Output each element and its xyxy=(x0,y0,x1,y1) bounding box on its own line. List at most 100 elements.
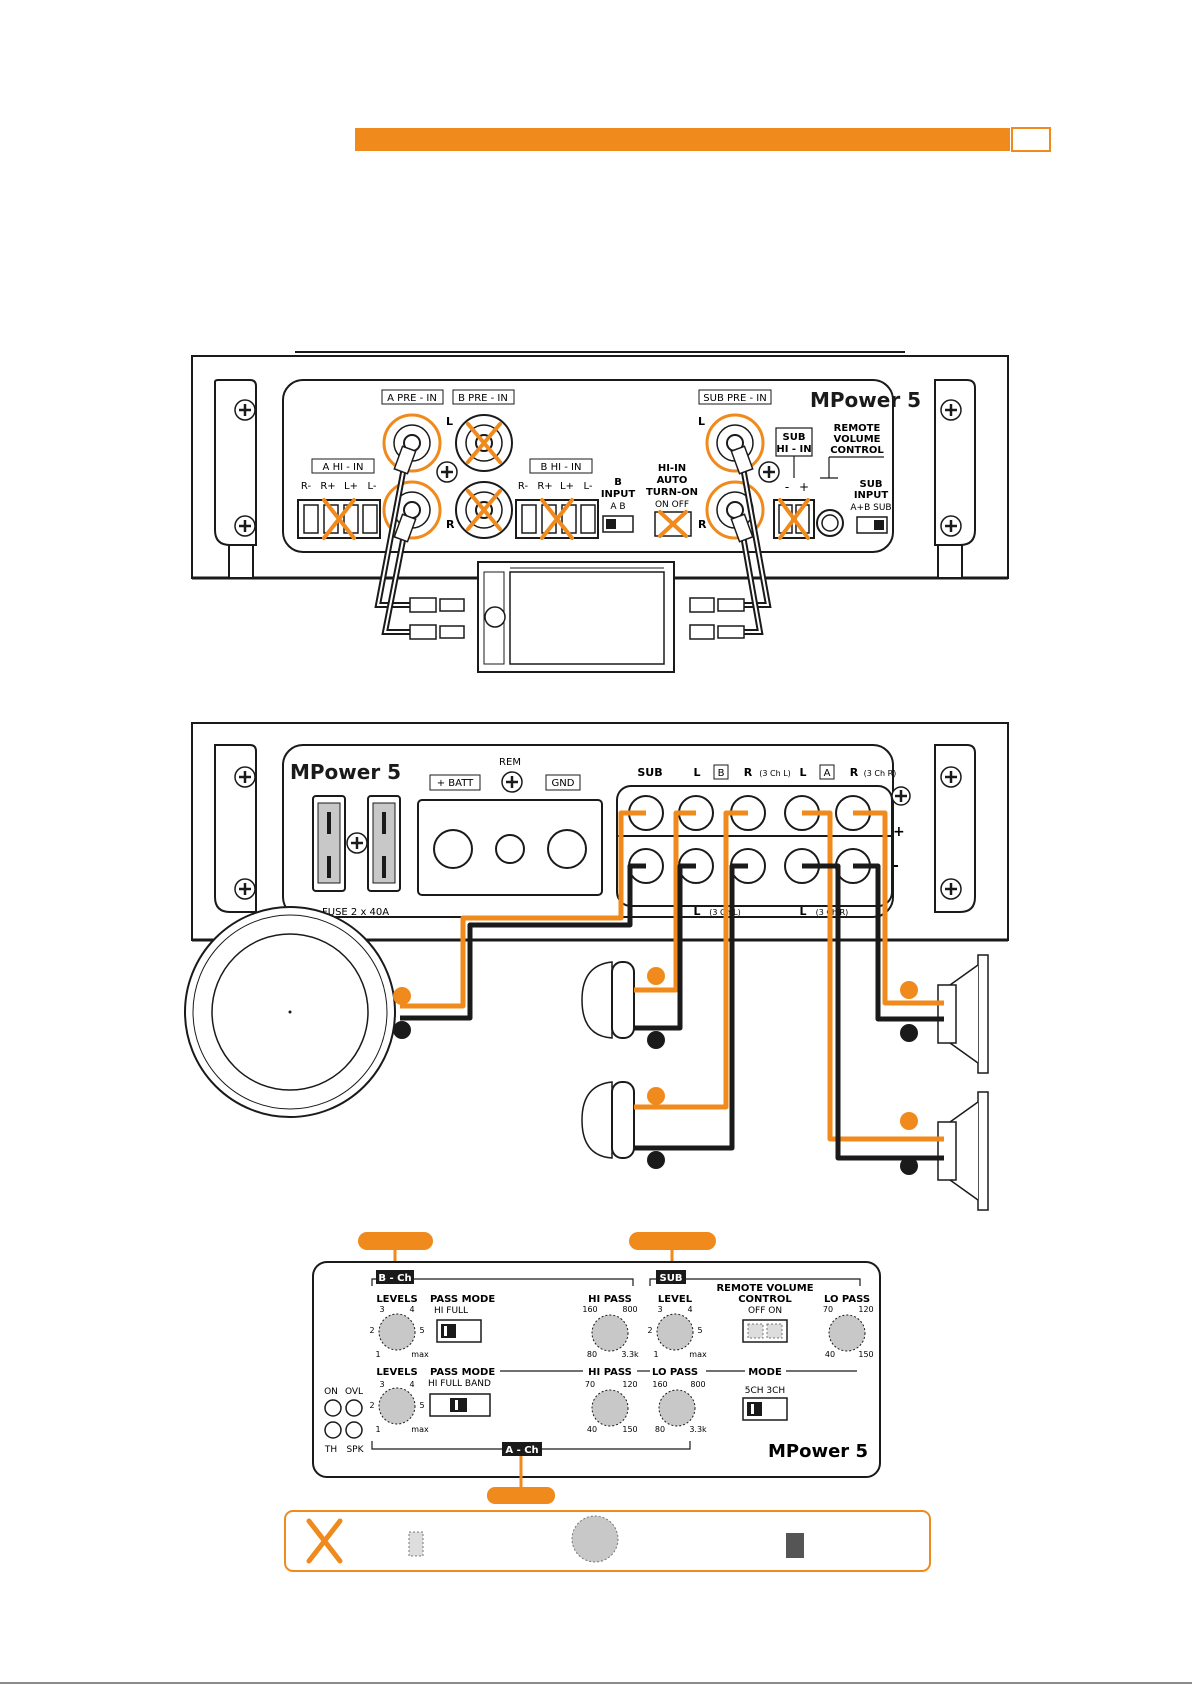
midwoofer-left xyxy=(937,954,989,1074)
sub-hi-in-label: SUB xyxy=(783,432,806,443)
plus-dot-icon xyxy=(647,967,665,985)
a-hi-in-label: A HI - IN xyxy=(323,462,364,473)
volume-knob-icon xyxy=(484,606,506,628)
out-r-small: (3 Ch R) xyxy=(864,769,897,778)
not-used-x-icon xyxy=(322,498,356,540)
out-l-label: L xyxy=(799,766,806,779)
remote-vc-jack[interactable] xyxy=(816,509,844,537)
plus-dot-icon xyxy=(900,981,918,999)
header-bar xyxy=(355,128,1010,151)
rca-jack-b-left xyxy=(455,414,513,472)
out-l-label: L xyxy=(693,766,700,779)
scale-label: 80 xyxy=(655,1425,665,1434)
hi-in-pin-label: L+ xyxy=(560,481,574,492)
screw-icon xyxy=(234,399,256,421)
rca-plug-icon xyxy=(409,597,465,613)
screw-icon xyxy=(501,771,523,793)
scale-label: 800 xyxy=(622,1305,637,1314)
not-used-x-icon xyxy=(778,498,810,540)
plus-dot-icon xyxy=(393,987,411,1005)
scale-label: 120 xyxy=(622,1380,637,1389)
b-input-switch[interactable] xyxy=(602,515,634,533)
out-b-label: B xyxy=(718,768,725,779)
a-pass-mode-options: HI FULL BAND xyxy=(428,1379,491,1389)
a-hi-pass-knob[interactable] xyxy=(591,1389,629,1427)
scale-label: 5 xyxy=(419,1326,424,1335)
sub-hi-in-label: HI - IN xyxy=(776,444,811,455)
rca-cable-a-right xyxy=(381,527,423,635)
scale-label: 1 xyxy=(653,1350,658,1359)
subwoofer xyxy=(184,906,396,1118)
out-l3chr-label: L xyxy=(799,905,806,918)
b-input-label: B xyxy=(614,477,622,488)
scale-label: 3.3k xyxy=(689,1425,707,1434)
sub-level-knob[interactable] xyxy=(656,1313,694,1351)
scale-label: 800 xyxy=(690,1380,705,1389)
led-spk-indicator xyxy=(345,1421,363,1439)
scale-label: 40 xyxy=(587,1425,597,1434)
sub-level-label: LEVEL xyxy=(658,1294,693,1305)
wire-tweeter-r-minus xyxy=(634,863,748,1151)
callout-bar xyxy=(487,1487,555,1504)
b-hi-pass-knob[interactable] xyxy=(591,1314,629,1352)
b-levels-knob[interactable] xyxy=(378,1313,416,1351)
sub-input-label: SUB xyxy=(860,479,883,490)
b-hi-in-label: B HI - IN xyxy=(541,462,582,473)
terminal-minus: - xyxy=(893,858,899,874)
hi-in-auto-switch xyxy=(654,510,692,538)
scale-label: 70 xyxy=(585,1380,595,1389)
switch-position-any-icon xyxy=(408,1531,424,1557)
sub-input-switch[interactable] xyxy=(856,516,888,534)
scale-label: 3 xyxy=(379,1380,384,1389)
a-hi-in-connector xyxy=(297,498,381,540)
led-on-indicator xyxy=(324,1399,342,1417)
tweeter-left xyxy=(581,961,635,1039)
mode-switch[interactable] xyxy=(742,1397,788,1421)
sub-hi-in-minus: - xyxy=(785,480,789,494)
plus-dot-icon xyxy=(900,1112,918,1130)
screw-icon xyxy=(758,461,780,483)
b-pass-mode-switch[interactable] xyxy=(436,1319,482,1343)
wire-mid-r-minus xyxy=(802,863,944,1161)
model-label-top: MPower 5 xyxy=(810,388,921,412)
scale-label: 5 xyxy=(419,1401,424,1410)
screw-icon xyxy=(940,515,962,537)
batt-label: + BATT xyxy=(437,778,474,789)
minus-dot-icon xyxy=(647,1031,665,1049)
a-levels-knob[interactable] xyxy=(378,1387,416,1425)
hi-in-auto-label: AUTO xyxy=(657,475,688,486)
wire-sub-minus xyxy=(400,863,646,1021)
b-pass-mode-options: HI FULL xyxy=(434,1306,468,1316)
wire-tweeter-l-plus xyxy=(634,810,696,993)
power-terminal-block xyxy=(417,799,603,896)
out-r-label: R xyxy=(744,766,753,779)
sub-hi-in-plus: + xyxy=(799,480,809,494)
hi-in-pin-label: L- xyxy=(583,481,592,492)
a-pre-in-label: A PRE - IN xyxy=(387,393,437,404)
screw-icon xyxy=(940,766,962,788)
scale-label: 5 xyxy=(697,1326,702,1335)
legend-box xyxy=(284,1510,931,1572)
scale-label: 150 xyxy=(858,1350,873,1359)
scale-label: 3.3k xyxy=(621,1350,639,1359)
hi-in-auto-options: ON OFF xyxy=(655,500,689,510)
remote-vc-panel-label: CONTROL xyxy=(738,1294,792,1305)
scale-label: max xyxy=(689,1350,707,1359)
a-ch-label: A - Ch xyxy=(505,1445,538,1456)
sub-lo-pass-knob[interactable] xyxy=(828,1314,866,1352)
sub-lo-pass-label: LO PASS xyxy=(824,1294,870,1305)
control-panel xyxy=(312,1261,881,1478)
model-label-panel: MPower 5 xyxy=(768,1441,868,1462)
right-label: R xyxy=(698,518,707,531)
remote-vc-switch[interactable] xyxy=(742,1319,788,1343)
b-ch-label: B - Ch xyxy=(378,1273,411,1284)
not-used-x-icon xyxy=(306,1518,343,1564)
screw-icon xyxy=(234,878,256,900)
sub-input-options: A+B SUB xyxy=(850,503,891,513)
led-spk-label: SPK xyxy=(346,1445,364,1455)
head-unit xyxy=(477,561,675,673)
screw-icon xyxy=(234,766,256,788)
right-label: R xyxy=(446,518,455,531)
a-pass-mode-switch[interactable] xyxy=(429,1393,491,1417)
a-lo-pass-knob[interactable] xyxy=(658,1389,696,1427)
